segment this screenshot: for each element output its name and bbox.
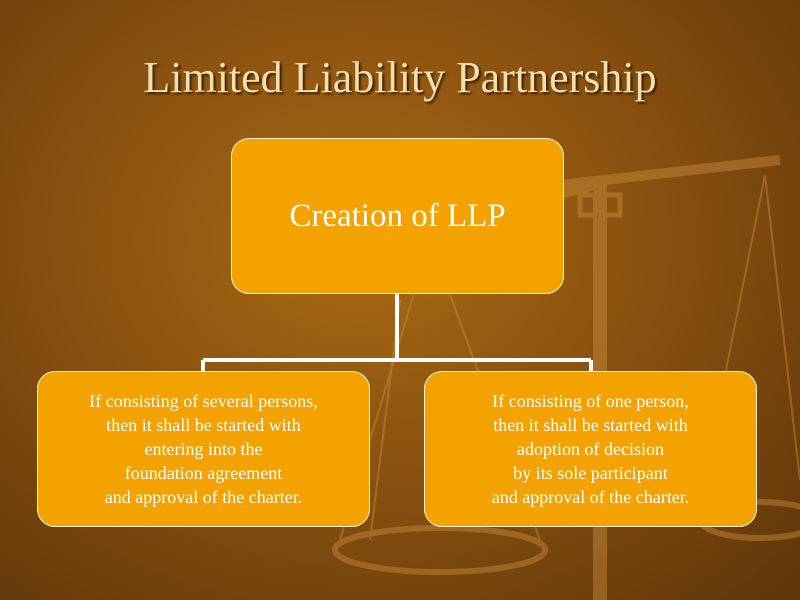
child-node-label: If consisting of one person, then it sha… — [491, 391, 690, 507]
slide-title: Limited Liability Partnership — [143, 53, 657, 102]
child-node-label: If consisting of several persons, then i… — [89, 391, 318, 507]
child-node-several-persons: If consisting of several persons, then i… — [37, 371, 370, 527]
root-node-box: Creation of LLP — [231, 138, 564, 294]
child-node-one-person: If consisting of one person, then it sha… — [424, 371, 757, 527]
root-node-label: Creation of LLP — [289, 197, 506, 234]
